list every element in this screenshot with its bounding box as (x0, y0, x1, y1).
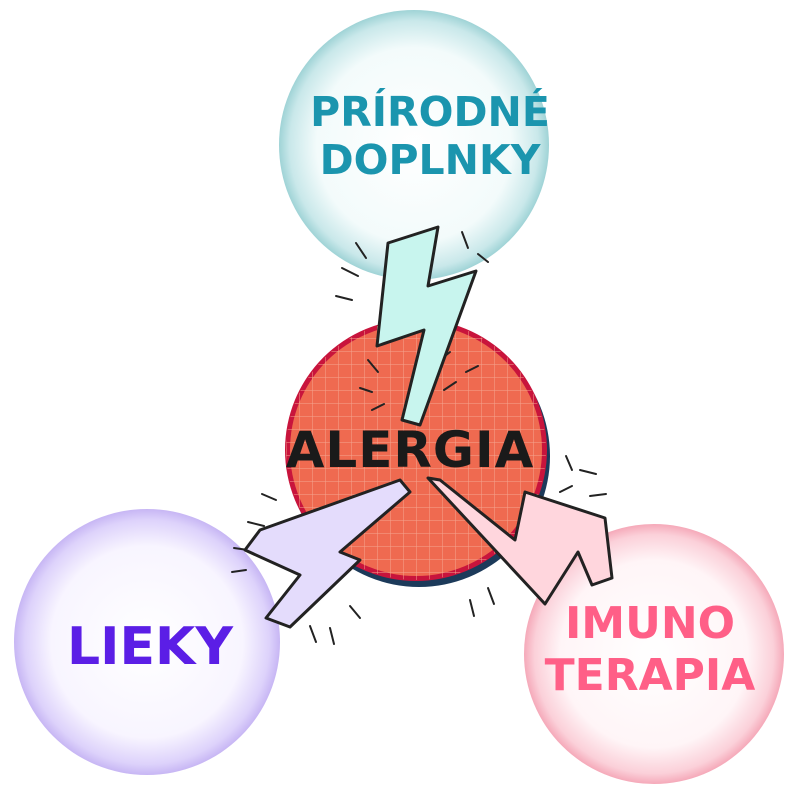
right-bubble (524, 524, 784, 784)
node-label-line: PRÍRODNÉ (310, 88, 550, 136)
node-label-line: IMUNO (564, 598, 736, 649)
node-label-prirodne-doplnky: PRÍRODNÉ DOPLNKY (270, 88, 590, 185)
top-bolt (375, 225, 478, 427)
sketch-strokes (231, 231, 607, 645)
center-label-alergia: ALERGIA (285, 421, 535, 479)
left-bolt (243, 478, 412, 629)
left-bubble (14, 509, 280, 775)
node-label-lieky: LIEKY (67, 617, 233, 677)
top-bubble (279, 10, 549, 280)
node-label-line: TERAPIA (544, 649, 756, 701)
node-label-line: DOPLNKY (319, 136, 541, 185)
node-label-imunoterapia: IMUNO TERAPIA (520, 598, 780, 702)
right-bolt (426, 476, 614, 606)
